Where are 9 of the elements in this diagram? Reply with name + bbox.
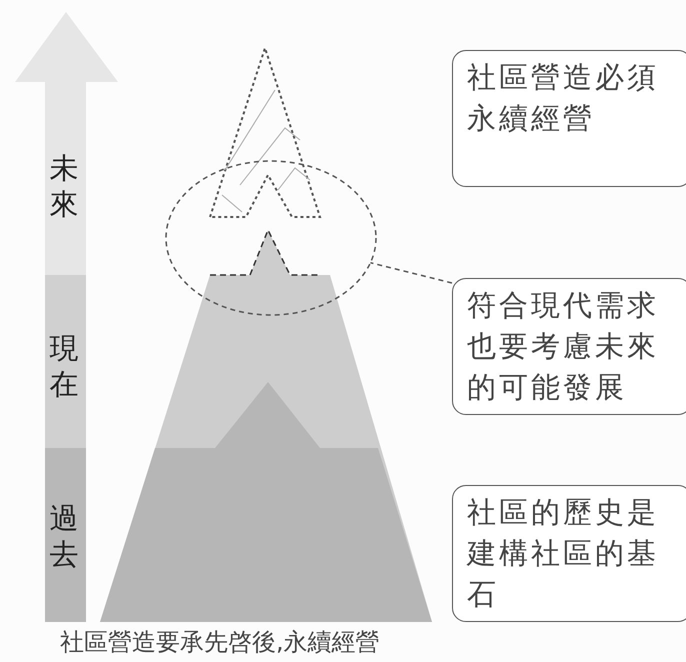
text-box: 符合現代需求也要考慮未來的可能發展: [452, 278, 686, 415]
time-label: 過去: [48, 500, 80, 572]
text-box: 社區營造必須永續經營: [452, 50, 686, 187]
time-label: 現在: [48, 330, 80, 402]
leader-line: [370, 262, 452, 284]
caption: 社區營造要承先啓後,永續經營: [60, 627, 380, 658]
dashed-ellipse: [165, 160, 377, 316]
time-label: 未來: [48, 150, 80, 222]
text-box: 社區的歷史是建構社區的基石: [452, 485, 686, 622]
